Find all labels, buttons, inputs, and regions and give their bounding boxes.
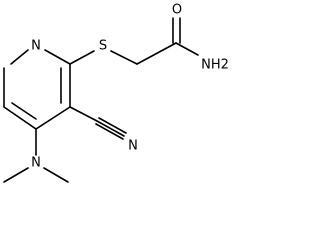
molecule-structure: N S O NH2 N N xyxy=(3,3,229,183)
bond-c3-cn xyxy=(69,106,98,122)
atom-label-ring-n: N xyxy=(31,39,41,54)
bond-ndime-me1 xyxy=(3,167,29,183)
bond-n1-c2 xyxy=(44,49,71,65)
bond-cn-triple-1 xyxy=(98,117,127,134)
bond-c6-n1 xyxy=(10,49,29,65)
bond-c3-c4 xyxy=(35,106,71,130)
atom-label-sulfur: S xyxy=(99,39,107,54)
atom-label-nitrile-n: N xyxy=(128,139,138,154)
bond-cn-triple-3 xyxy=(96,120,125,137)
atom-label-oxygen: O xyxy=(172,3,182,18)
bond-ndime-me2 xyxy=(43,167,69,183)
bond-co-nh2 xyxy=(175,42,199,56)
atom-label-dimethylamino-n: N xyxy=(31,156,41,171)
structure-canvas: N S O NH2 N N xyxy=(3,3,229,183)
bond-c4-c5 xyxy=(3,106,37,130)
bond-s-ch2 xyxy=(110,50,138,65)
bond-ch2-co xyxy=(136,42,177,65)
bond-c2-s xyxy=(69,50,95,65)
bond-cn-triple-2 xyxy=(95,123,124,140)
atom-label-amide-nh2: NH2 xyxy=(201,58,229,73)
bond-c4-c5-inner xyxy=(11,102,37,120)
